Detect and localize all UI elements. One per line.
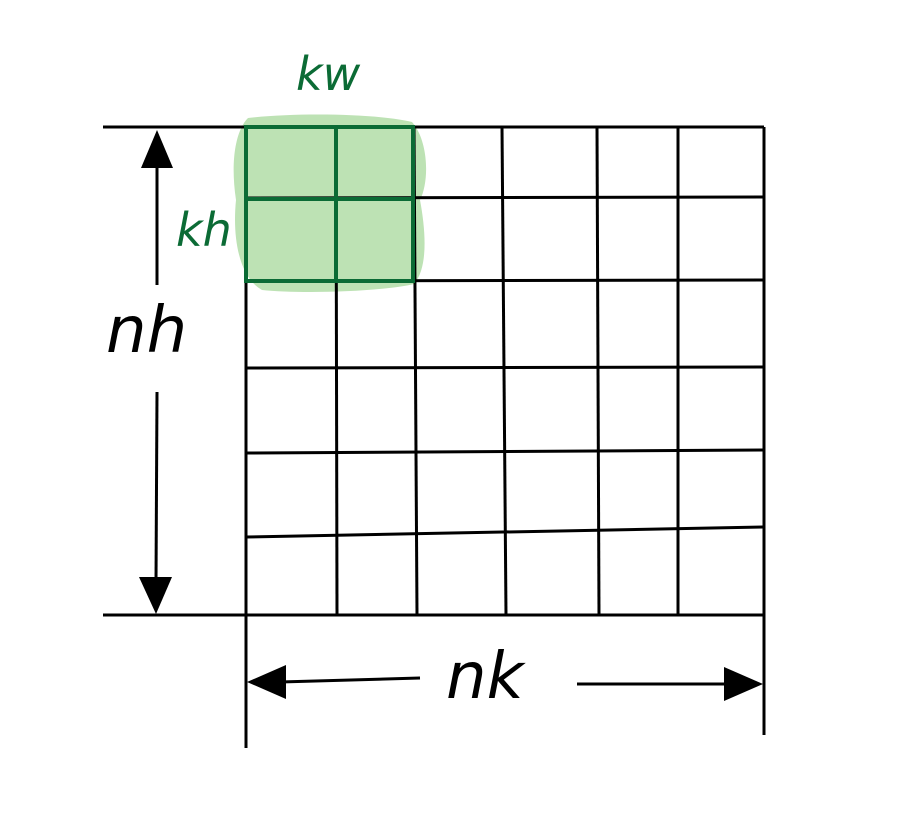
input-width-label: nk: [446, 640, 527, 714]
grid-col-line: [500, 126, 508, 616]
input-height-label: nh: [106, 294, 187, 368]
kernel-height-label: kh: [176, 203, 232, 257]
kernel-highlight-fill: [233, 114, 427, 292]
width-arrow: [247, 665, 763, 701]
arrowhead-left-icon: [247, 665, 286, 699]
arrowhead-down-icon: [139, 577, 172, 614]
grid-col-line: [595, 126, 601, 616]
kernel-width-label: kw: [296, 47, 361, 101]
kernel-outline: [244, 125, 415, 283]
height-arrow: [139, 130, 173, 614]
arrowhead-right-icon: [724, 667, 763, 701]
arrowhead-up-icon: [141, 130, 173, 168]
